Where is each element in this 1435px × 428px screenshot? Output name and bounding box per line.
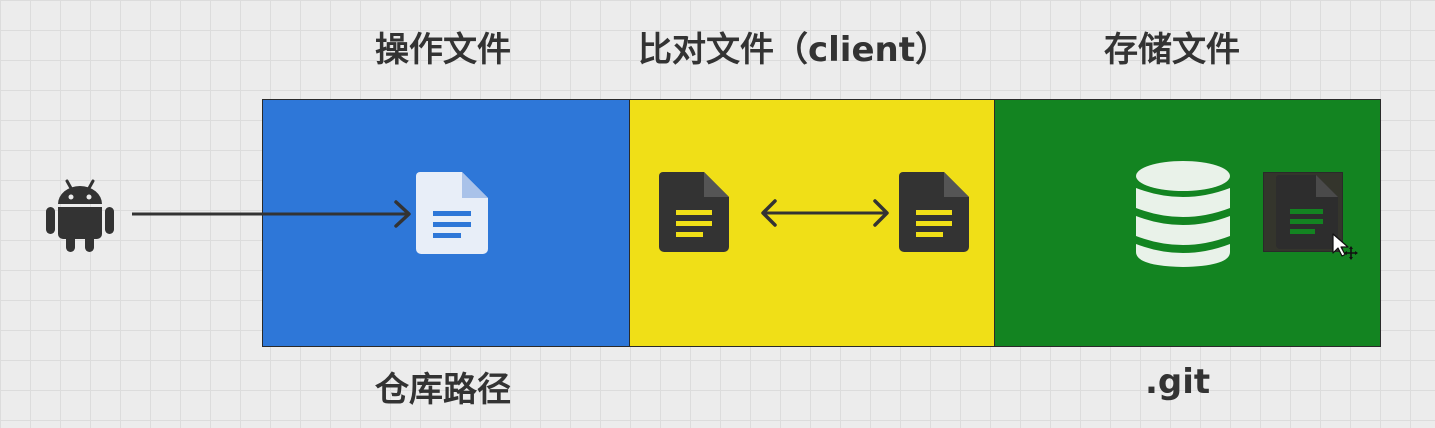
label-store-file: 存储文件	[1104, 30, 1240, 70]
label-operate-file: 操作文件	[375, 30, 511, 70]
label-compare-file: 比对文件（client）	[638, 30, 949, 70]
database-icon	[1136, 161, 1230, 267]
label-repo-path: 仓库路径	[375, 370, 511, 410]
double-arrow-icon	[761, 199, 889, 227]
label-git-dir: .git	[1145, 362, 1211, 402]
document-icon	[899, 172, 969, 252]
arrow-right-icon	[132, 200, 411, 228]
stored-file-selection[interactable]	[1263, 172, 1343, 252]
document-icon	[416, 172, 488, 254]
move-cursor-icon	[1332, 233, 1358, 260]
document-icon	[659, 172, 729, 252]
document-icon	[1276, 175, 1338, 249]
android-icon	[46, 179, 114, 252]
